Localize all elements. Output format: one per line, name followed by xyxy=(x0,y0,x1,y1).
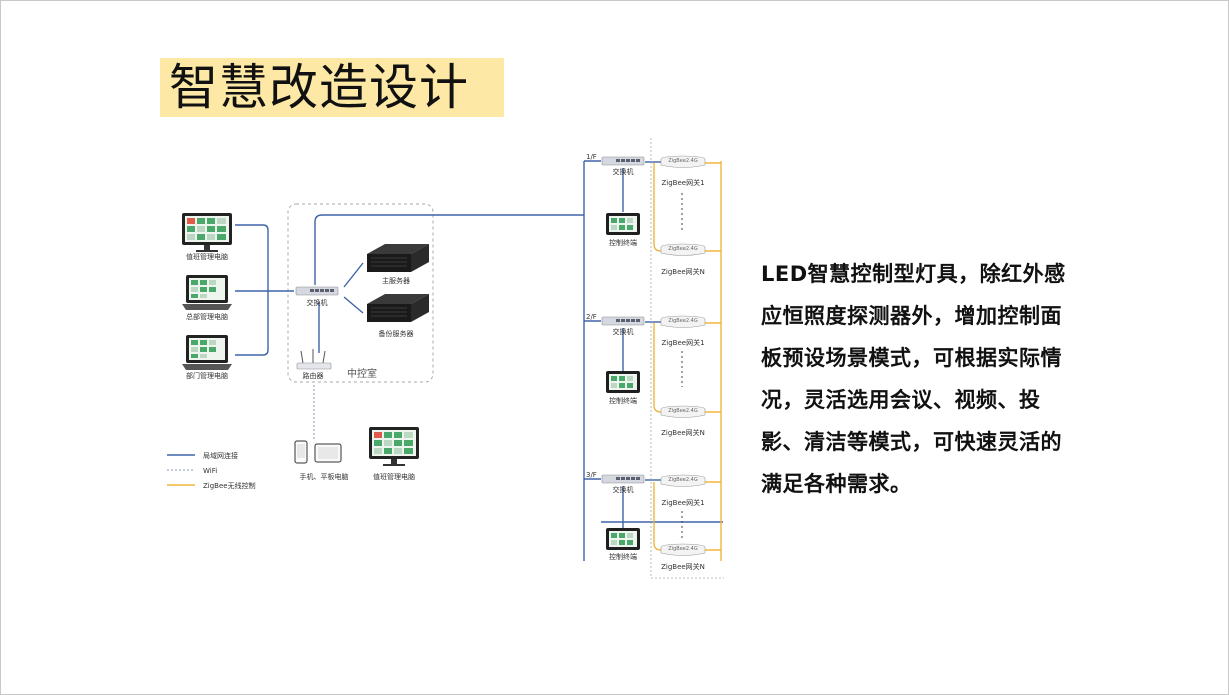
legend-lan: 局域网连接 xyxy=(203,451,238,460)
zigbee-links xyxy=(653,161,722,561)
router-icon xyxy=(296,349,332,370)
duty-monitor-icon xyxy=(369,427,419,466)
page-title: 智慧改造设计 xyxy=(169,59,470,116)
floor-switch-label: 交换机 xyxy=(613,485,634,494)
floor-2: 2/F 交换机 控制终端 ZigBee2.4G ZigBee网关1 ZigBee… xyxy=(586,313,706,437)
computer-label-dept: 部门管理电脑 xyxy=(186,371,228,380)
phone-icon xyxy=(294,440,308,464)
duty-computer-label: 值班管理电脑 xyxy=(373,472,415,481)
router-label: 路由器 xyxy=(303,371,324,380)
gateway-bottom-label: ZigBee网关N xyxy=(661,428,705,437)
legend: 局域网连接 WiFi ZigBee无线控制 xyxy=(167,451,256,490)
legend-zigbee: ZigBee无线控制 xyxy=(203,481,256,490)
floor-area-outline xyxy=(650,138,724,579)
gateway-top-label: ZigBee网关1 xyxy=(661,498,704,507)
floor-switch-label: 交换机 xyxy=(613,167,634,176)
terminal-label: 控制终端 xyxy=(609,238,637,247)
gateway-tag: ZigBee2.4G xyxy=(668,477,698,483)
gateway-tag: ZigBee2.4G xyxy=(668,246,698,252)
computer-label-hq: 总部管理电脑 xyxy=(186,312,228,321)
laptop-icon xyxy=(182,275,232,310)
lan-links xyxy=(235,160,723,561)
laptop-icon xyxy=(182,335,232,370)
duty-monitor-icon xyxy=(182,213,232,252)
switch-icon xyxy=(601,474,645,484)
server-icon xyxy=(366,243,430,273)
server-icon xyxy=(366,293,430,323)
description-text: LED智慧控制型灯具，除红外感应恒照度探测器外，增加控制面板预设场景模式，可根据… xyxy=(761,262,1066,496)
gateway-top-label: ZigBee网关1 xyxy=(661,178,704,187)
title-highlight xyxy=(160,58,504,117)
control-room-label: 中控室 xyxy=(347,367,377,380)
floor-3: 3/F 交换机 控制终端 ZigBee2.4G ZigBee网关1 ZigBee… xyxy=(586,471,706,571)
control-terminal-icon xyxy=(606,371,640,393)
control-terminal-icon xyxy=(606,213,640,235)
gateway-tag: ZigBee2.4G xyxy=(668,408,698,414)
gateway-tag: ZigBee2.4G xyxy=(668,546,698,552)
legend-wifi: WiFi xyxy=(203,467,217,475)
gateway-bottom-label: ZigBee网关N xyxy=(661,562,705,571)
mobile-devices-label: 手机、平板电脑 xyxy=(300,472,349,481)
switch-icon xyxy=(295,286,339,296)
terminal-label: 控制终端 xyxy=(609,552,637,561)
control-switch-label: 交换机 xyxy=(307,298,328,307)
control-room-box xyxy=(287,203,434,383)
switch-icon xyxy=(601,156,645,166)
gateway-tag: ZigBee2.4G xyxy=(668,158,698,164)
control-terminal-icon xyxy=(606,528,640,550)
floor-label: 1/F xyxy=(586,153,597,161)
gateway-tag: ZigBee2.4G xyxy=(668,318,698,324)
floor-label: 2/F xyxy=(586,313,597,321)
switch-icon xyxy=(601,316,645,326)
gateway-top-label: ZigBee网关1 xyxy=(661,338,704,347)
backup-server-label: 备份服务器 xyxy=(379,329,414,338)
terminal-label: 控制终端 xyxy=(609,396,637,405)
main-server-label: 主服务器 xyxy=(382,276,410,285)
floor-1: 1/F 交换机 控制终端 ZigBee2.4G ZigBee网关1 ZigBee… xyxy=(586,153,706,276)
gateway-bottom-label: ZigBee网关N xyxy=(661,267,705,276)
tablet-icon xyxy=(314,443,342,463)
floor-label: 3/F xyxy=(586,471,597,479)
floor-switch-label: 交换机 xyxy=(613,327,634,336)
computer-label-duty: 值班管理电脑 xyxy=(186,252,228,261)
